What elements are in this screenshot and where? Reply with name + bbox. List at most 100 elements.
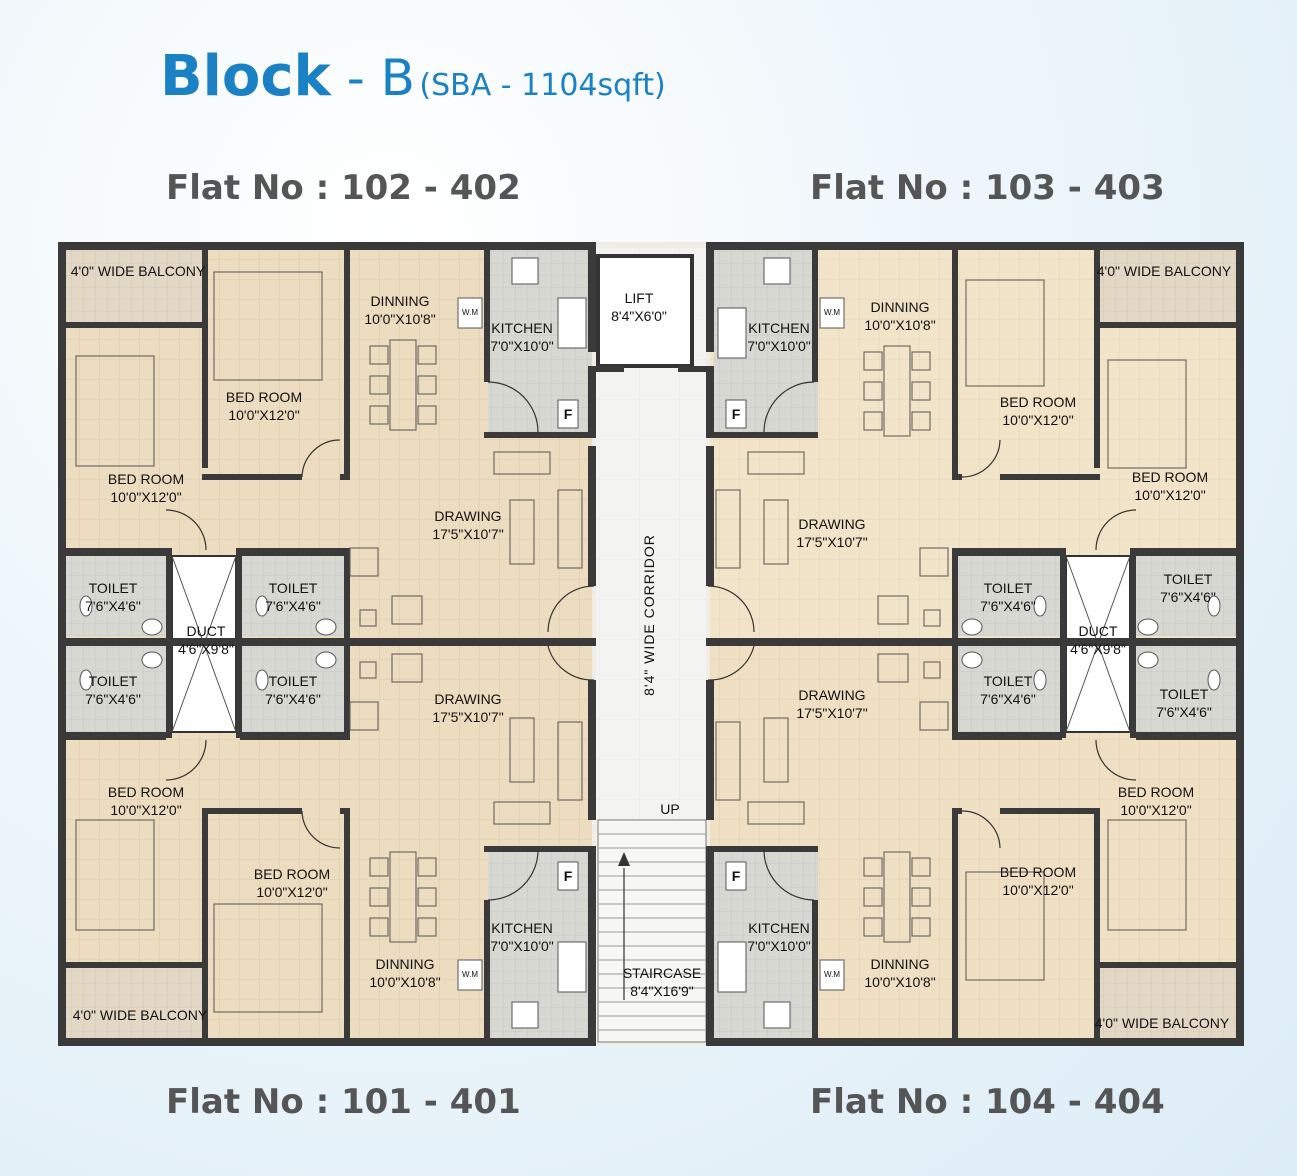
room-name: DRAWING xyxy=(434,691,502,707)
corridor-label: 8'4" WIDE CORRIDOR xyxy=(641,534,657,696)
room-size: 17'5"X10'7" xyxy=(796,534,868,550)
flat-label-bottom-left: Flat No : 101 - 401 xyxy=(166,1082,521,1122)
room-name: KITCHEN xyxy=(491,920,553,936)
room-size: 10'0"X12'0" xyxy=(228,407,300,423)
doors xyxy=(165,381,1137,901)
balcony-label: 4'0" WIDE BALCONY xyxy=(72,1007,208,1023)
room-size: 17'5"X10'7" xyxy=(432,709,504,725)
balcony-floor xyxy=(1098,966,1240,1042)
room-size: 7'0"X10'0" xyxy=(747,938,811,954)
bedroom-label: BED ROOM 10'0"X12'0" xyxy=(1132,468,1208,504)
sba-area: (SBA - 1104sqft) xyxy=(419,68,666,103)
kitchen-label: KITCHEN 7'0"X10'0" xyxy=(490,919,554,955)
drawing-label: DRAWING 17'5"X10'7" xyxy=(796,515,867,551)
room-size: 17'5"X10'7" xyxy=(796,705,868,721)
room-name: TOILET xyxy=(88,673,138,689)
room-size: 7'0"X10'0" xyxy=(490,338,554,354)
room-name: BED ROOM xyxy=(999,864,1077,880)
bedroom-label: BED ROOM 10'0"X12'0" xyxy=(1000,863,1076,899)
room-name: BED ROOM xyxy=(225,389,303,405)
room-name: DRAWING xyxy=(798,516,866,532)
floor-plan xyxy=(58,242,1244,1046)
balcony-label: 4'0" WIDE BALCONY xyxy=(1094,1015,1230,1031)
staircase-steps xyxy=(597,819,707,1043)
flat-label-bottom-right: Flat No : 104 - 404 xyxy=(810,1082,1165,1122)
block-letter: B xyxy=(380,49,415,107)
balcony-label: 4'0" WIDE BALCONY xyxy=(70,263,206,279)
room-name: DINNING xyxy=(870,299,930,315)
room-size: 7'6"X4'6" xyxy=(265,598,321,614)
kitchen-counters xyxy=(457,257,845,1029)
sofa-sets xyxy=(349,451,949,825)
toilet-label: TOILET 7'6"X4'6" xyxy=(265,579,321,615)
room-name: KITCHEN xyxy=(491,320,553,336)
room-name: DUCT xyxy=(186,623,226,639)
dining-tables xyxy=(369,339,931,943)
room-size: 10'0"X12'0" xyxy=(1002,882,1074,898)
balcony-floor xyxy=(62,966,202,1042)
flat-label-top-right: Flat No : 103 - 403 xyxy=(810,168,1165,208)
dinning-label: DINNING 10'0"X10'8" xyxy=(864,298,935,334)
room-name: BED ROOM xyxy=(107,784,185,800)
room-size: 10'0"X12'0" xyxy=(1134,487,1206,503)
room-size: 7'0"X10'0" xyxy=(747,338,811,354)
room-name: STAIRCASE xyxy=(622,965,702,981)
balcony-floor xyxy=(1098,248,1240,324)
lift-shaft xyxy=(596,254,694,368)
room-size: 7'6"X4'6" xyxy=(980,598,1036,614)
room-name: BED ROOM xyxy=(1131,469,1209,485)
room-name: TOILET xyxy=(1159,686,1209,702)
room-size: 10'0"X10'8" xyxy=(364,311,436,327)
room-size: 10'0"X12'0" xyxy=(1002,412,1074,428)
room-size: 10'0"X12'0" xyxy=(110,802,182,818)
room-name: LIFT xyxy=(624,290,654,306)
fridge-marker: F xyxy=(731,406,741,422)
toilet-fixtures xyxy=(79,595,1221,691)
room-name: TOILET xyxy=(268,580,318,596)
block-separator: - xyxy=(330,49,381,107)
room-name: KITCHEN xyxy=(748,920,810,936)
washing-machine-marker: W.M xyxy=(824,308,840,317)
kitchen-label: KITCHEN 7'0"X10'0" xyxy=(490,319,554,355)
room-name: DUCT xyxy=(1078,623,1118,639)
room-name: TOILET xyxy=(88,580,138,596)
room-name: DRAWING xyxy=(434,508,502,524)
beds xyxy=(75,271,1187,1013)
room-name: BED ROOM xyxy=(1117,784,1195,800)
room-name: BED ROOM xyxy=(107,471,185,487)
block-title: Block - B (SBA - 1104sqft) xyxy=(160,44,666,109)
room-size: 10'0"X12'0" xyxy=(1120,802,1192,818)
corridor-ledges xyxy=(596,366,706,372)
fridge-marker: F xyxy=(731,868,741,884)
bedroom-label: BED ROOM 10'0"X12'0" xyxy=(108,783,184,819)
balcony-floor xyxy=(62,248,202,324)
kitchen-label: KITCHEN 7'0"X10'0" xyxy=(747,919,811,955)
room-name: DINNING xyxy=(370,293,430,309)
room-size: 10'0"X10'8" xyxy=(864,317,936,333)
room-name: BED ROOM xyxy=(253,866,331,882)
room-size: 7'6"X4'6" xyxy=(980,691,1036,707)
room-size: 7'6"X4'6" xyxy=(265,691,321,707)
room-size: 7'6"X4'6" xyxy=(1160,589,1216,605)
room-size: 10'0"X10'8" xyxy=(369,974,441,990)
up-label: UP xyxy=(660,801,680,817)
room-size: 7'0"X10'0" xyxy=(490,938,554,954)
room-name: DINNING xyxy=(375,956,435,972)
dinning-label: DINNING 10'0"X10'8" xyxy=(369,955,440,991)
dinning-label: DINNING 10'0"X10'8" xyxy=(364,292,435,328)
